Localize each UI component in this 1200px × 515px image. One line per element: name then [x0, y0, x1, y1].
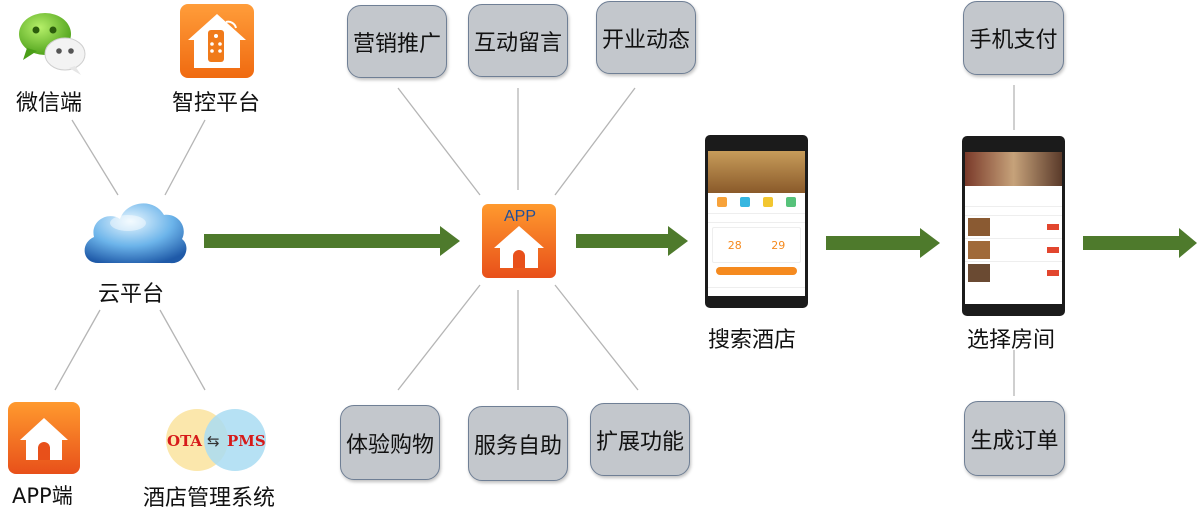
feature-opening-news: 开业动态: [596, 1, 696, 74]
app-house-icon: [8, 402, 80, 474]
smart-home-icon: [180, 4, 254, 78]
feature-self-service: 服务自助: [468, 406, 568, 481]
flow-arrow-2: [576, 226, 688, 256]
ota-text: OTA: [167, 432, 202, 450]
search-hotel-label: 搜索酒店: [708, 328, 797, 353]
feature-interaction: 互动留言: [468, 4, 568, 77]
app-hub-label: APP: [504, 208, 536, 225]
flow-arrow-1: [204, 226, 460, 256]
phone-search-screenshot: 28 29: [705, 135, 808, 308]
app-end-label: APP端: [12, 484, 73, 508]
feature-marketing: 营销推广: [347, 5, 447, 78]
svg-text:⇆: ⇆: [207, 432, 220, 450]
cloud-label: 云平台: [98, 282, 165, 307]
ota-pms-icon: OTA ⇆ PMS: [166, 409, 266, 471]
feature-extensions: 扩展功能: [590, 403, 690, 476]
feature-shopping: 体验购物: [340, 405, 440, 480]
app-hub-icon: APP: [482, 204, 556, 278]
flow-arrow-4: [1083, 228, 1197, 258]
create-order-box: 生成订单: [964, 401, 1065, 476]
wechat-icon: [19, 13, 86, 75]
choose-room-label: 选择房间: [967, 328, 1056, 353]
pms-text: PMS: [227, 432, 266, 450]
smart-control-label: 智控平台: [172, 91, 261, 116]
flow-arrow-3: [826, 228, 940, 258]
wechat-label: 微信端: [16, 91, 83, 116]
cloud-icon: [84, 203, 187, 264]
hotel-mgmt-label: 酒店管理系统: [143, 486, 276, 511]
phone-room-screenshot: [962, 136, 1065, 316]
mobile-pay-box: 手机支付: [963, 1, 1064, 75]
